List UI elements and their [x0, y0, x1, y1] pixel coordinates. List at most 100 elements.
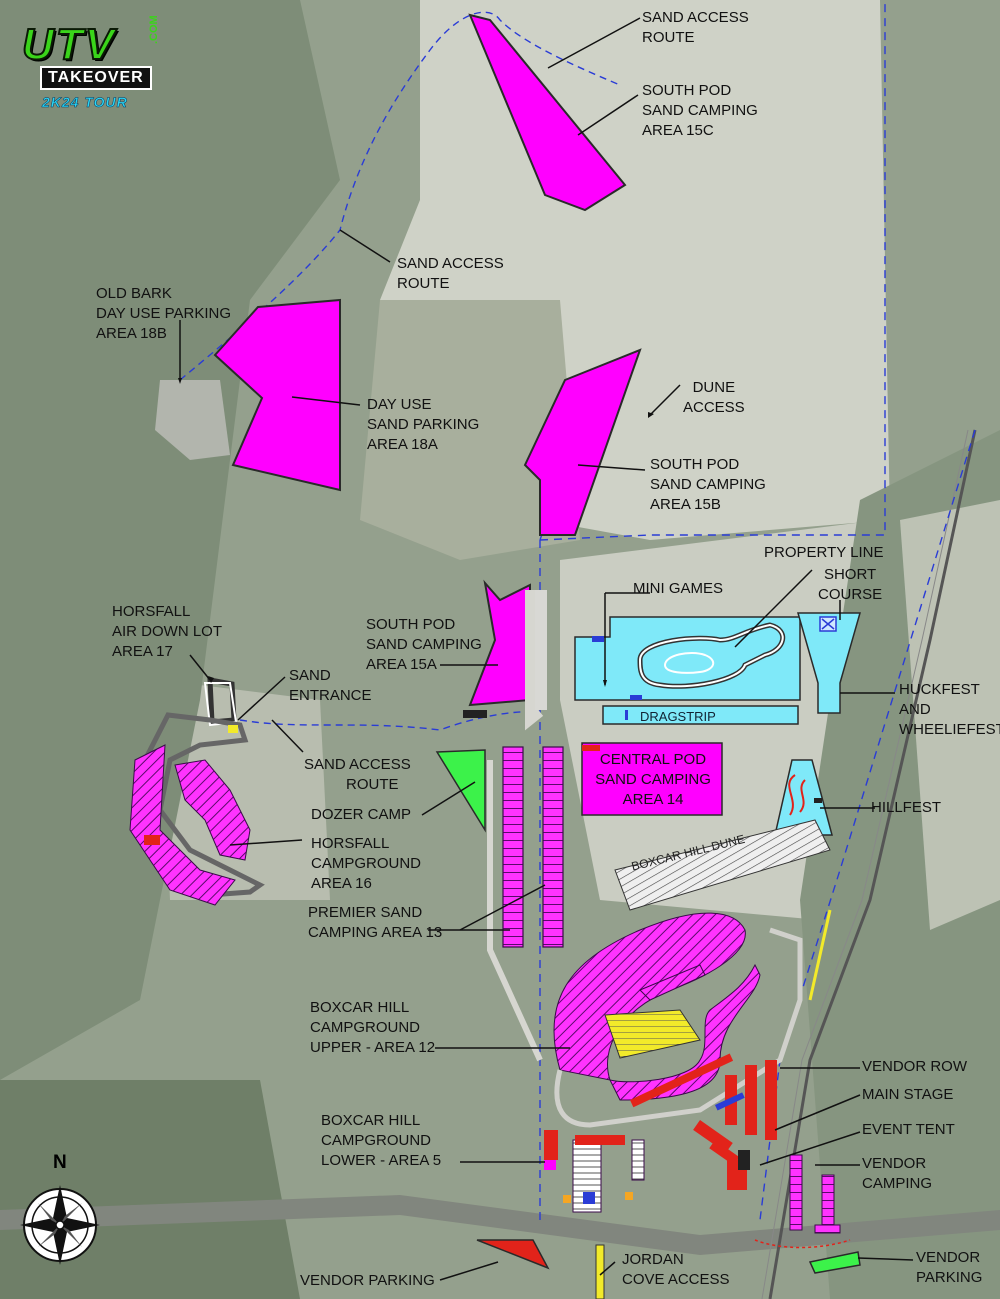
- dragstrip-start: [625, 710, 628, 720]
- huckfest-area: [797, 612, 861, 714]
- label-line: ROUTE: [346, 776, 399, 793]
- label-dozer-camp: DOZER CAMP: [311, 806, 412, 823]
- logo-domain: .COM: [148, 15, 160, 44]
- huckfest-x-mark: [821, 618, 835, 630]
- label-line: CAMPGROUND: [321, 1132, 432, 1149]
- horsfall-camp-east: [174, 759, 251, 861]
- label-line: SAND CAMPING: [366, 636, 482, 653]
- label-line: SAND ACCESS: [642, 9, 749, 26]
- access-road: [525, 590, 544, 731]
- label-line: CENTRAL POD: [599, 751, 707, 768]
- rail-yellow-marker: [808, 909, 832, 1001]
- area-14: [581, 742, 723, 816]
- label-line: WHEELIEFEST: [899, 721, 1000, 738]
- label-dragstrip: DRAGSTRIP: [640, 709, 716, 724]
- hillfest-tracks: [788, 774, 806, 816]
- label-line: SAND: [289, 667, 331, 684]
- label-area-15b: SOUTH POD SAND CAMPING AREA 15B: [650, 455, 766, 515]
- label-area-16: HORSFALL CAMPGROUND AREA 16: [311, 834, 421, 894]
- label-area-18a: DAY USE SAND PARKING AREA 18A: [367, 395, 479, 455]
- label-line: ROUTE: [642, 29, 695, 46]
- label-line: DAY USE: [367, 396, 432, 413]
- label-line: SAND CAMPING: [642, 102, 758, 119]
- label-line: DAY USE PARKING: [96, 305, 232, 322]
- old-bark-lot: [155, 380, 230, 460]
- label-line: HORSFALL: [112, 603, 191, 620]
- area-5-office: [575, 1135, 625, 1145]
- sand-entrance-marker: [228, 725, 238, 733]
- area-5-marker-orange: [563, 1195, 571, 1203]
- horsfall-camp-west: [129, 744, 236, 906]
- label-line: CAMPGROUND: [311, 855, 422, 872]
- logo-tour: 2K24 TOUR: [42, 94, 128, 111]
- compass-rose: [20, 1185, 100, 1265]
- label-huckfest: HUCKFEST AND WHEELIEFEST: [899, 680, 1000, 740]
- area-5-marker-orange-2: [625, 1192, 633, 1200]
- label-line: BOXCAR HILL: [321, 1112, 421, 1129]
- label-area-15a: SOUTH POD SAND CAMPING AREA 15A: [366, 615, 482, 675]
- area-13-strip-1: [502, 746, 524, 948]
- area-5-marker: [544, 1160, 556, 1170]
- label-area-17: HORSFALL AIR DOWN LOT AREA 17: [112, 602, 222, 662]
- area-18a: [213, 298, 341, 492]
- label-line: SOUTH POD: [366, 616, 456, 633]
- label-line: AREA 14: [622, 791, 684, 808]
- boxcar-loop-road: [554, 927, 803, 1128]
- gate-marker: [463, 710, 487, 718]
- label-vendor-camping: VENDOR CAMPING: [862, 1154, 932, 1194]
- label-line: OLD BARK: [96, 285, 172, 302]
- label-vendor-parking-left: VENDOR PARKING: [300, 1272, 435, 1289]
- area-15b: [523, 348, 642, 536]
- rail-line: [768, 429, 977, 1299]
- label-line: SAND ACCESS: [397, 255, 504, 272]
- horsfall-office: [144, 835, 160, 845]
- label-mini-games: MINI GAMES: [633, 580, 724, 597]
- short-course-inner: [663, 652, 715, 674]
- area-14-marker: [582, 745, 600, 751]
- label-line: ACCESS: [683, 399, 745, 416]
- label-main-stage: MAIN STAGE: [862, 1086, 954, 1103]
- label-property-line: PROPERTY LINE: [764, 544, 884, 561]
- compass-north-label: N: [53, 1152, 67, 1173]
- label-area-12: BOXCAR HILL CAMPGROUND UPPER - AREA 12: [310, 998, 435, 1058]
- label-hillfest: HILLFEST: [871, 799, 942, 816]
- sand-access-route: [179, 11, 621, 731]
- label-line: PARKING: [916, 1269, 983, 1286]
- label-area-5: BOXCAR HILL CAMPGROUND LOWER - AREA 5: [321, 1111, 441, 1171]
- label-line: HORSFALL: [311, 835, 390, 852]
- short-course-track: [638, 623, 784, 688]
- label-line: AIR DOWN LOT: [112, 623, 223, 640]
- vendor-row: [630, 1053, 777, 1190]
- area-13-strip-2: [542, 746, 564, 948]
- hillfest-marker: [814, 798, 822, 803]
- label-line: SOUTH POD: [650, 456, 740, 473]
- course-marker: [630, 695, 642, 700]
- label-line: AND: [899, 701, 931, 718]
- label-line: SHORT: [823, 566, 877, 583]
- premier-road: [487, 760, 543, 1062]
- label-line: SAND PARKING: [367, 416, 480, 433]
- label-line: CAMPING: [862, 1175, 933, 1192]
- label-area-14: CENTRAL POD SAND CAMPING AREA 14: [594, 750, 712, 810]
- label-line: VENDOR: [916, 1249, 981, 1266]
- vendor-camping: [789, 1154, 841, 1234]
- label-vendor-parking-right: VENDOR PARKING: [916, 1248, 982, 1288]
- label-line: CAMPGROUND: [310, 1019, 421, 1036]
- boxcar-hill-dune: [614, 819, 831, 911]
- vendor-parking-right: [808, 1251, 861, 1274]
- label-line: AREA 16: [311, 875, 372, 892]
- label-line: SAND CAMPING: [650, 476, 766, 493]
- label-line: LOWER - AREA 5: [321, 1152, 442, 1169]
- label-line: COVE ACCESS: [622, 1271, 730, 1288]
- label-area-18b: OLD BARK DAY USE PARKING AREA 18B: [96, 284, 231, 344]
- label-area-13: PREMIER SAND CAMPING AREA 13: [308, 903, 442, 943]
- dragstrip: [602, 705, 799, 725]
- label-line: COURSE: [818, 586, 883, 603]
- label-line: ROUTE: [397, 275, 450, 292]
- access-lane: [535, 590, 547, 710]
- label-short-course: SHORT COURSE: [818, 565, 882, 605]
- label-line: AREA 18A: [367, 436, 438, 453]
- label-line: DUNE: [692, 379, 736, 396]
